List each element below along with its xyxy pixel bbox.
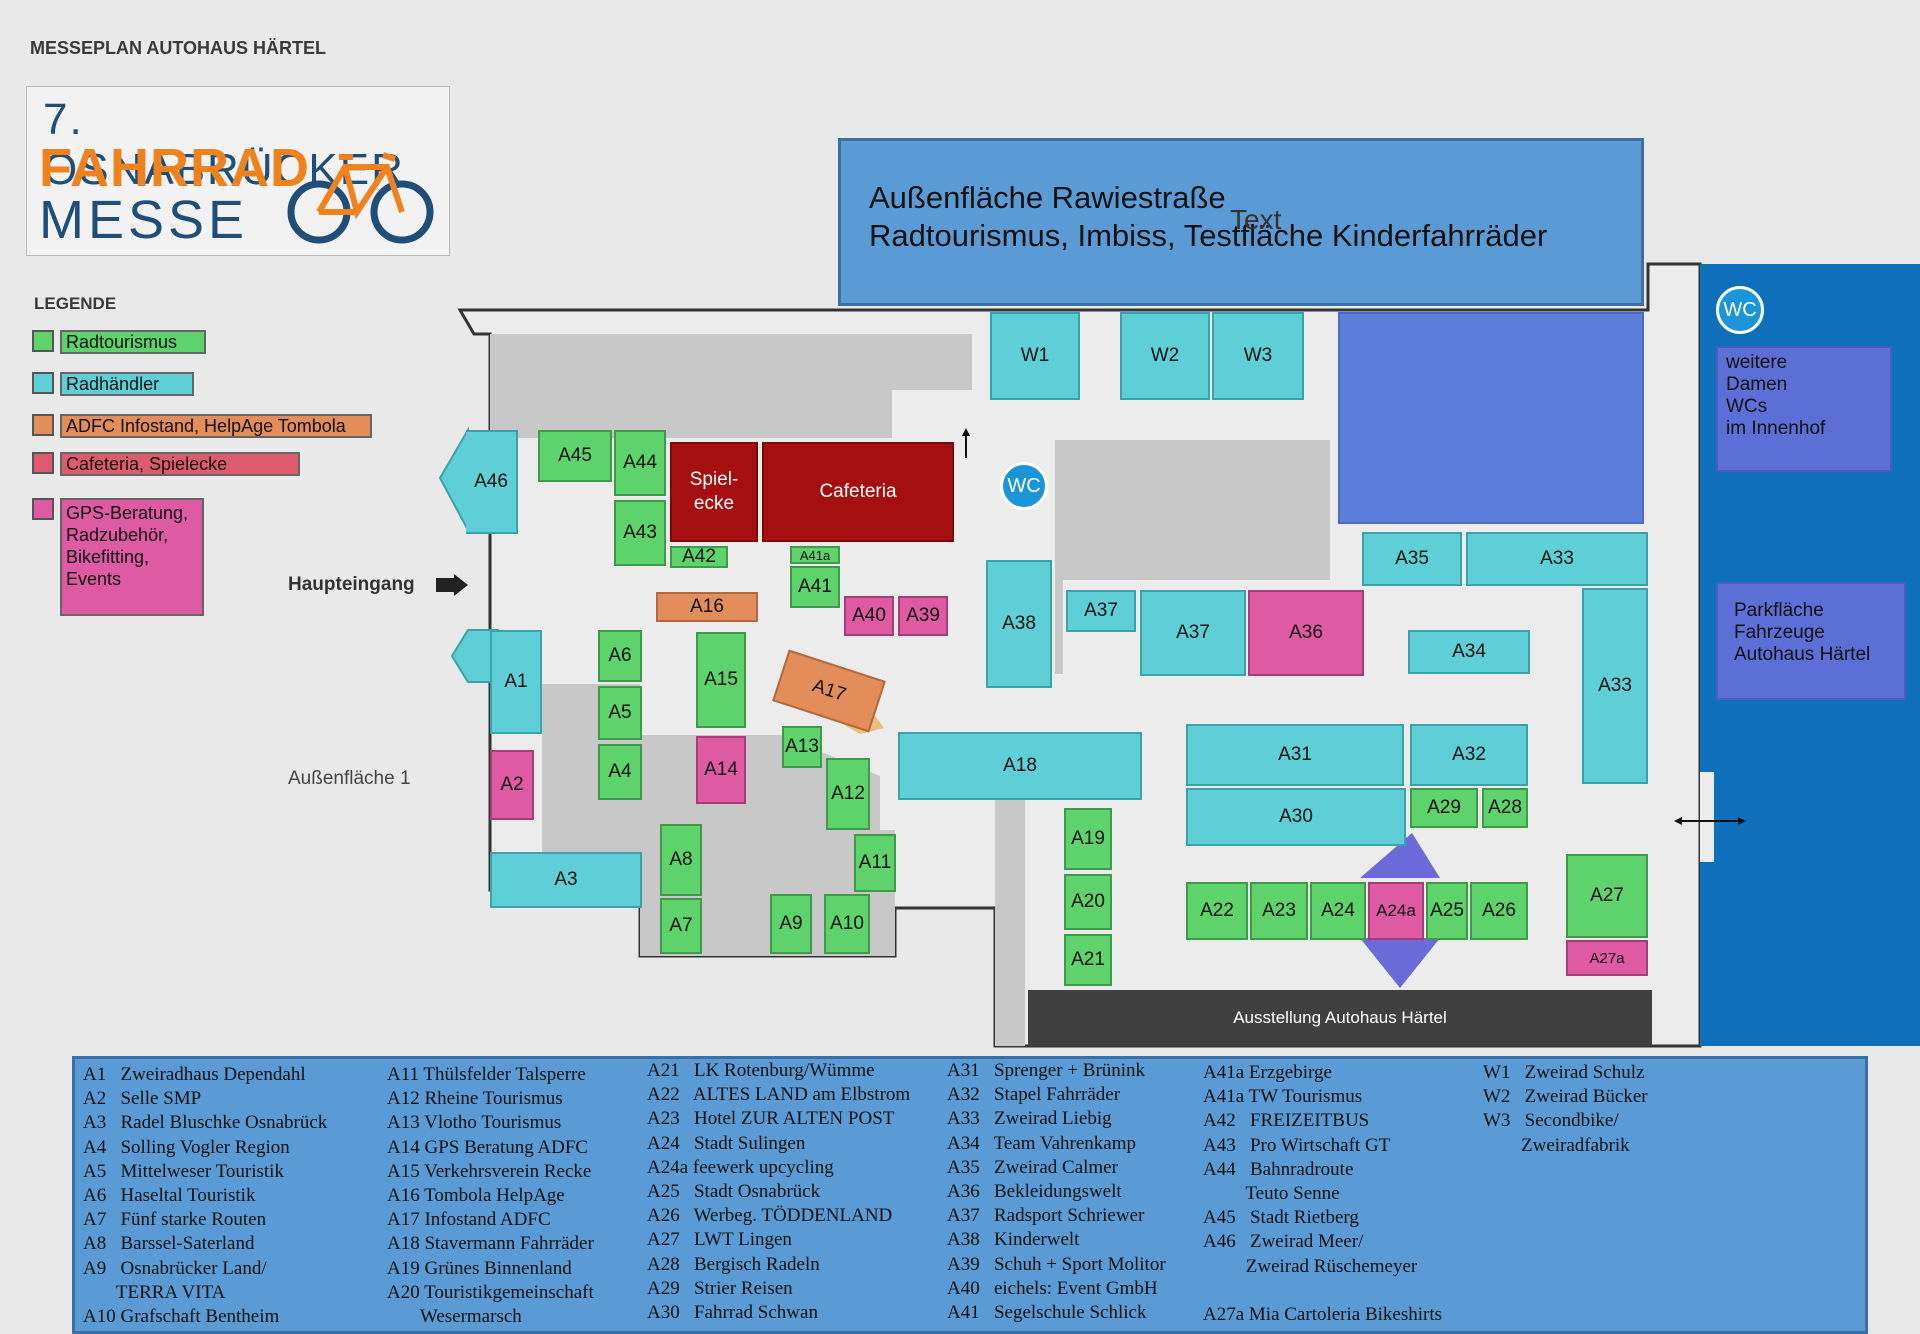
legend-label-cafeteria: Cafeteria, Spielecke — [60, 452, 300, 476]
cafeteria: Cafeteria — [762, 442, 954, 542]
booth-A44: A44 — [614, 430, 666, 496]
wc-icon: WC — [1716, 286, 1764, 334]
legend-label-radhaendler: Radhändler — [60, 372, 194, 396]
legend-heading: LEGENDE — [34, 294, 117, 313]
booth-A41: A41 — [790, 566, 840, 608]
booth-A37: A37 — [1066, 590, 1136, 632]
booth-A27: A27 — [1566, 854, 1648, 938]
booth-A18: A18 — [898, 732, 1142, 800]
logo-line2: FAHRRAD — [39, 138, 310, 198]
booth-A4: A4 — [598, 744, 642, 800]
key-column-3: A21 LK Rotenburg/Wümme A22 ALTES LAND am… — [647, 1060, 911, 1324]
legend-swatch-red — [32, 452, 54, 474]
booth-A39: A39 — [898, 596, 948, 636]
legend-swatch-green — [32, 330, 54, 352]
booth-A29: A29 — [1410, 788, 1478, 828]
key-column-1: A1 Zweiradhaus Dependahl A2 Selle SMP A3… — [83, 1064, 328, 1328]
legend-swatch-cyan — [32, 372, 54, 394]
legend-label-gps: GPS-Beratung, Radzubehör, Bikefitting, E… — [60, 498, 204, 616]
booth-A25: A25 — [1426, 882, 1468, 940]
key-column-2: A11 Thülsfelder Talsperre A12 Rheine Tou… — [387, 1064, 594, 1328]
entrance-label: Haupteingang — [288, 574, 415, 595]
booth-A36: A36 — [1248, 590, 1364, 676]
exhibitor-key: A1 Zweiradhaus Dependahl A2 Selle SMP A3… — [72, 1056, 1868, 1334]
booth-A41a: A41a — [790, 546, 840, 564]
booth-A10: A10 — [824, 894, 870, 954]
booth-A11: A11 — [854, 834, 896, 892]
key-column-6: W1 Zweirad Schulz W2 Zweirad Bücker W3 S… — [1483, 1062, 1648, 1156]
outdoor-area-rawiestrasse: Außenfläche Rawiestraße Radtourismus, Im… — [838, 138, 1644, 306]
booth-A31: A31 — [1186, 724, 1404, 786]
legend-label-adfc: ADFC Infostand, HelpAge Tombola — [60, 414, 372, 438]
booth-A33: A33 — [1466, 532, 1648, 586]
text-overlay: Text — [1230, 204, 1282, 235]
booth-A37: A37 — [1140, 590, 1246, 676]
page-title: MESSEPLAN AUTOHAUS HÄRTEL — [30, 38, 327, 58]
outdoor-top-subtitle: Radtourismus, Imbiss, Testfläche Kinderf… — [869, 218, 1548, 253]
legend-swatch-orange — [32, 414, 54, 436]
booth-A26: A26 — [1470, 882, 1528, 940]
booth-A30: A30 — [1186, 788, 1406, 846]
outdoor-top-title: Außenfläche Rawiestraße — [869, 180, 1226, 215]
booth-A42: A42 — [670, 546, 728, 568]
booth-A28: A28 — [1482, 788, 1528, 828]
legend-label-radtourismus: Radtourismus — [60, 330, 206, 354]
booth-A34: A34 — [1408, 630, 1530, 674]
booth-A38: A38 — [986, 560, 1052, 688]
booth-A16: A16 — [656, 592, 758, 622]
parking-area: Parkfläche Fahrzeuge Autohaus Härtel — [1716, 582, 1906, 700]
booth-W2: W2 — [1120, 312, 1210, 400]
key-column-5: A41a Erzgebirge A41a TW Tourismus A42 FR… — [1203, 1062, 1443, 1326]
booth-A2: A2 — [490, 750, 534, 820]
bicycle-icon — [287, 152, 434, 244]
courtyard-block — [1338, 312, 1644, 524]
booth-A13: A13 — [782, 726, 822, 768]
key-column-4: A31 Sprenger + Brünink A32 Stapel Fahrrä… — [947, 1060, 1166, 1324]
booth-A5: A5 — [598, 686, 642, 740]
logo-line3: MESSE — [39, 190, 249, 250]
wc-icon: WC — [1000, 462, 1048, 510]
booth-A14: A14 — [696, 736, 746, 804]
booth-A22: A22 — [1186, 882, 1248, 940]
booth-A7: A7 — [660, 898, 702, 954]
booth-A20: A20 — [1064, 874, 1112, 930]
play-corner: Spiel- ecke — [670, 442, 758, 542]
booth-A27a: A27a — [1566, 940, 1648, 976]
booth-A15: A15 — [696, 632, 746, 728]
booth-W3: W3 — [1212, 312, 1304, 400]
booth-A1: A1 — [490, 630, 542, 734]
outdoor-area-1-label: Außenfläche 1 — [288, 768, 411, 789]
booth-A46: A46 — [466, 430, 518, 534]
booth-A24a: A24a — [1368, 882, 1424, 940]
legend-swatch-pink — [32, 498, 54, 520]
booth-A32: A32 — [1410, 724, 1528, 786]
booth-A12: A12 — [826, 758, 870, 830]
fair-logo: 7. OSNABRÜCKER FAHRRAD MESSE — [26, 86, 450, 256]
booth-A21: A21 — [1064, 934, 1112, 986]
booth-A24: A24 — [1310, 882, 1366, 940]
booth-A3: A3 — [490, 852, 642, 908]
entrance-arrow-icon — [436, 574, 468, 596]
booth-A43: A43 — [614, 500, 666, 566]
booth-A40: A40 — [844, 596, 894, 636]
booth-A9: A9 — [770, 894, 812, 954]
booth-A23: A23 — [1250, 882, 1308, 940]
booth-A19: A19 — [1064, 808, 1112, 870]
exhibition-area: Ausstellung Autohaus Härtel — [1028, 990, 1652, 1046]
booth-A35: A35 — [1362, 532, 1462, 586]
more-wc-info: weitere Damen WCs im Innenhof — [1716, 346, 1892, 472]
booth-A8: A8 — [660, 824, 702, 896]
booth-W1: W1 — [990, 312, 1080, 400]
booth-A45: A45 — [538, 430, 612, 482]
booth-A6: A6 — [598, 630, 642, 682]
booth-A33: A33 — [1582, 588, 1648, 784]
